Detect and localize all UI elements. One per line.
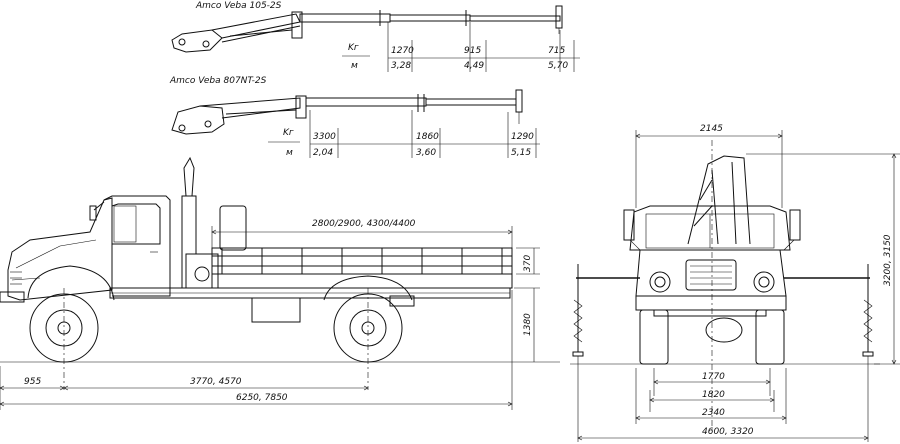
crane-2-reach-2: 3,60 (416, 148, 436, 158)
crane-width-label: 2145 (700, 124, 723, 134)
crane-2-unit-kg: Kг (283, 128, 294, 138)
crane-2-reach-1: 2,04 (313, 148, 333, 158)
crane-2-diagram: Amco Veba 807NT-2S Kг м 3300 2,04 1860 3… (169, 76, 540, 158)
track-rear-label: 1820 (702, 390, 725, 400)
crane-1-unit-kg: Kг (348, 43, 359, 53)
crane-1-load-2: 915 (464, 46, 481, 56)
truck-side-view (0, 156, 560, 390)
side-view-dimensions: 2800/2900, 4300/4400 370 1380 955 3770, … (0, 219, 540, 410)
crane-1-load-1: 1270 (391, 46, 414, 56)
front-overhang-label: 955 (24, 377, 41, 387)
overall-length-label: 6250, 7850 (236, 393, 288, 403)
crane-2-unit-m: м (286, 148, 293, 158)
overall-width-label: 2340 (702, 408, 725, 418)
side-height-label: 370 (523, 255, 533, 272)
crane-2-load-2: 1860 (416, 132, 439, 142)
crane-2-reach-3: 5,15 (511, 148, 531, 158)
crane-2-load-3: 1290 (511, 132, 534, 142)
platform-length-label: 2800/2900, 4300/4400 (312, 219, 416, 229)
crane-1-model-label: Amco Veba 105-2S (195, 1, 282, 11)
crane-1-reach-3: 5,70 (548, 61, 568, 71)
crane-1-unit-m: м (351, 61, 358, 71)
crane-1-reach-1: 3,28 (391, 61, 411, 71)
overall-height-label: 3200, 3150 (883, 234, 893, 286)
outrigger-span-label: 4600, 3320 (702, 427, 754, 437)
truck-front-view (570, 140, 880, 430)
crane-1-reach-2: 4,49 (464, 61, 484, 71)
crane-1-diagram: Amco Veba 105-2S Kг м 1270 3,28 915 4,49… (171, 1, 580, 72)
frame-height-label: 1380 (523, 313, 533, 336)
track-front-label: 1770 (702, 372, 725, 382)
front-view-dimensions: 2145 3200, 3150 1770 1820 2340 4600, 332… (577, 124, 900, 442)
wheelbase-label: 3770, 4570 (190, 377, 242, 387)
crane-2-load-1: 3300 (313, 132, 336, 142)
crane-2-model-label: Amco Veba 807NT-2S (169, 76, 267, 86)
crane-1-load-3: 715 (548, 46, 565, 56)
